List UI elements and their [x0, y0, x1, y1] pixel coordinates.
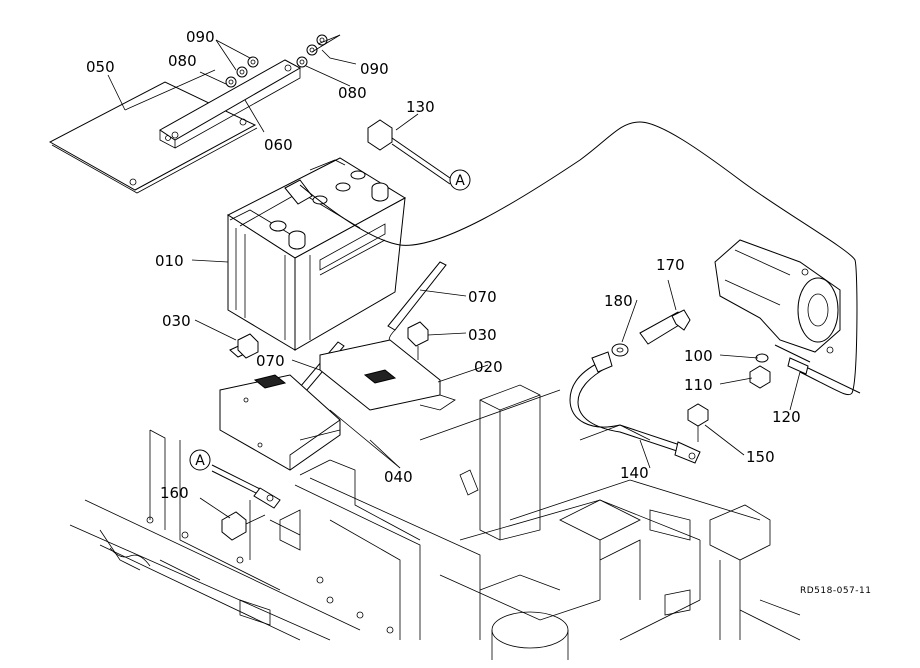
- chassis-frame: [69, 384, 801, 660]
- callout-letter: A: [195, 453, 205, 469]
- ground-cable-160: [211, 464, 281, 541]
- starter-motor: [714, 239, 841, 354]
- part-label-070: 070: [256, 352, 285, 370]
- callout-a-top: A: [449, 169, 471, 191]
- part-label-030: 030: [162, 312, 191, 330]
- part-label-160: 160: [160, 484, 189, 502]
- part-label-050: 050: [86, 58, 115, 76]
- battery-010: [226, 157, 406, 351]
- main-cable-loop: [299, 121, 858, 396]
- cable-140: [569, 351, 701, 464]
- part-label-020: 020: [474, 358, 503, 376]
- callout-letter: A: [455, 173, 465, 189]
- part-label-150: 150: [746, 448, 775, 466]
- part-label-120: 120: [772, 408, 801, 426]
- part-label-100: 100: [684, 347, 713, 365]
- bolts-030: [229, 321, 429, 360]
- part-label-090: 090: [186, 28, 215, 46]
- bolt-150: [687, 403, 709, 442]
- part-label-110: 110: [684, 376, 713, 394]
- part-labels: 090 050 080 090 080 060 130 010 070 030 …: [86, 28, 801, 502]
- part-label-180: 180: [604, 292, 633, 310]
- part-label-140: 140: [620, 464, 649, 482]
- part-label-080: 080: [338, 84, 367, 102]
- part-label-130: 130: [406, 98, 435, 116]
- callout-circle-icon: [189, 449, 211, 471]
- positive-cable-130: [367, 119, 451, 185]
- reference-code: RD518-057-11: [800, 586, 872, 596]
- part-label-090: 090: [360, 60, 389, 78]
- callout-a-bottom: A: [189, 449, 211, 471]
- part-label-030: 030: [468, 326, 497, 344]
- leader-lines: [107, 34, 801, 519]
- part-label-080: 080: [168, 52, 197, 70]
- part-label-070: 070: [468, 288, 497, 306]
- bolt-170-washer-180: [611, 309, 691, 357]
- part-label-170: 170: [656, 256, 685, 274]
- battery-clamp-bar-060: [159, 59, 302, 149]
- callout-circle-icon: [449, 169, 471, 191]
- battery-tray-020-040: [219, 339, 456, 471]
- part-label-010: 010: [155, 252, 184, 270]
- part-label-040: 040: [384, 468, 413, 486]
- starter-terminal-parts: [749, 344, 861, 394]
- part-label-060: 060: [264, 136, 293, 154]
